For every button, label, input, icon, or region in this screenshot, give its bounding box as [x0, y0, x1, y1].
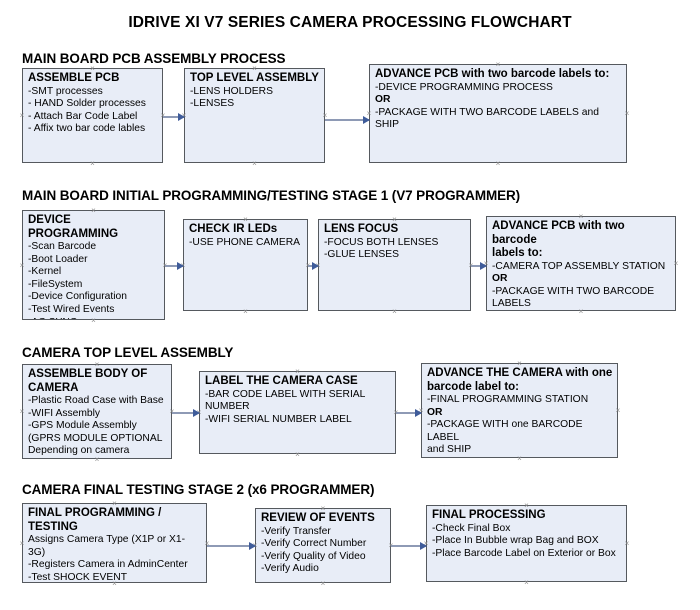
process-step: -USE PHONE CAMERA: [189, 236, 300, 248]
process-box-steps: -SMT processes- HAND Solder processes- A…: [28, 86, 158, 136]
process-box-steps: -Plastic Road Case with Base-WIFI Assemb…: [28, 395, 167, 458]
process-step: -PACKAGE WITH TWO BARCODE LABELS and SHI…: [492, 285, 655, 310]
process-step: -GLUE LENSES: [324, 249, 399, 261]
process-box-steps: Assigns Camera Type (X1P or X1-3G)-Regis…: [28, 534, 202, 583]
flow-arrow[interactable]: [207, 542, 256, 550]
process-step: -FINAL PROGRAMMING STATION: [427, 394, 589, 405]
process-box-label-the-camera-case[interactable]: LABEL THE CAMERA CASE-BAR CODE LABEL WIT…: [199, 371, 396, 454]
process-step: -BAR CODE LABEL WITH SERIAL NUMBER: [205, 388, 366, 413]
process-step: -FileSystem: [28, 278, 83, 290]
process-box-assemble-body-of-camera[interactable]: ASSEMBLE BODY OF CAMERA-Plastic Road Cas…: [22, 364, 172, 459]
process-box-title: ASSEMBLE PCB: [28, 72, 120, 84]
process-box-title: FINAL PROCESSING: [432, 509, 546, 521]
process-box-steps: -Check Final Box-Place In Bubble wrap Ba…: [432, 523, 622, 561]
process-box-lens-focus[interactable]: LENS FOCUS-FOCUS BOTH LENSES-GLUE LENSES: [318, 219, 471, 311]
process-step: - Affix two bar code lables: [28, 123, 146, 135]
flow-arrow[interactable]: [325, 116, 370, 124]
process-step: -Scan Barcode: [28, 241, 97, 252]
process-step: -LENS HOLDERS: [190, 85, 273, 97]
process-step: -WIFI Assembly: [28, 407, 101, 419]
process-box-title: ADVANCE THE CAMERA with one barcode labe…: [427, 367, 613, 393]
process-box-steps: -Verify Transfer-Verify Correct Number-V…: [261, 526, 386, 576]
process-box-device-programming[interactable]: DEVICE PROGRAMMING-Scan Barcode-Boot Loa…: [22, 210, 165, 320]
process-box-title: CHECK IR LEDs: [189, 223, 278, 235]
process-step: -Test SHOCK EVENT: [28, 571, 127, 583]
process-box-steps: -Scan Barcode-Boot Loader-Kernel-FileSys…: [28, 241, 160, 319]
process-step: -FOCUS BOTH LENSES: [324, 236, 439, 248]
process-step: Assigns Camera Type (X1P or X1-3G): [28, 534, 186, 558]
process-box-title: ASSEMBLE BODY OF CAMERA: [28, 368, 148, 394]
process-box-title: FINAL PROGRAMMING / TESTING: [28, 507, 162, 533]
process-step: Depending on camera version): [28, 445, 130, 458]
process-step: -Kernel: [28, 266, 62, 278]
process-box-final-processing[interactable]: FINAL PROCESSING-Check Final Box-Place I…: [426, 505, 627, 582]
process-box-title: DEVICE PROGRAMMING: [28, 214, 119, 240]
flow-arrow[interactable]: [471, 262, 487, 270]
process-step: -WIFI SERIAL NUMBER LABEL: [205, 413, 352, 425]
process-step: OR: [375, 94, 391, 106]
process-step: -Device Configuration: [28, 291, 128, 303]
process-box-steps: -LENS HOLDERS-LENSES: [190, 86, 320, 111]
process-box-advance-the-camera-one-barcode-label[interactable]: ADVANCE THE CAMERA with one barcode labe…: [421, 363, 618, 458]
process-step: - HAND Solder processes: [28, 98, 146, 110]
process-box-advance-pcb-two-barcode-labels[interactable]: ADVANCE PCB with two barcode labels to:-…: [369, 64, 627, 163]
process-step: -Place Barcode Label on Exterior or Box: [432, 547, 616, 559]
process-step: -Test Wired Events: [28, 303, 115, 315]
process-box-top-level-assembly[interactable]: TOP LEVEL ASSEMBLY-LENS HOLDERS-LENSES: [184, 68, 325, 163]
process-step: -Registers Camera in AdminCenter: [28, 559, 188, 571]
process-step: OR: [427, 406, 443, 418]
process-box-title: TOP LEVEL ASSEMBLY: [190, 72, 319, 84]
process-step: (GPRS MODULE OPTIONAL: [28, 432, 163, 444]
process-box-title: ADVANCE PCB with two barcode labels to:: [375, 68, 610, 80]
process-step: -Verify Transfer: [261, 525, 331, 537]
section-heading-camera-top-level-assembly: CAMERA TOP LEVEL ASSEMBLY: [22, 345, 234, 360]
process-step: -Plastic Road Case with Base: [28, 395, 164, 406]
process-step: -LENSES: [190, 98, 235, 110]
flow-arrow[interactable]: [163, 113, 185, 121]
flow-arrow[interactable]: [308, 262, 319, 270]
process-box-advance-pcb-to-camera-top-assembly[interactable]: ADVANCE PCB with two barcode labels to:-…: [486, 216, 676, 311]
process-box-check-ir-leds[interactable]: CHECK IR LEDs-USE PHONE CAMERA: [183, 219, 308, 311]
process-step: -PACKAGE WITH TWO BARCODE LABELS and SHI…: [375, 106, 599, 131]
process-box-title: REVIEW OF EVENTS: [261, 512, 375, 524]
page-title: IDRIVE XI V7 SERIES CAMERA PROCESSING FL…: [128, 14, 572, 31]
process-step: -GPS Module Assembly: [28, 420, 137, 432]
flow-arrow[interactable]: [396, 409, 422, 417]
process-step: -Verify Correct Number: [261, 538, 367, 550]
process-step: -DEVICE PROGRAMMING PROCESS: [375, 81, 553, 93]
process-box-title: LABEL THE CAMERA CASE: [205, 375, 358, 387]
section-heading-camera-final-testing-stage-2: CAMERA FINAL TESTING STAGE 2 (x6 PROGRAM…: [22, 482, 375, 497]
process-step: -Check Final Box: [432, 522, 511, 534]
process-box-title: LENS FOCUS: [324, 223, 399, 235]
process-step: - Attach Bar Code Label: [28, 110, 138, 122]
section-heading-main-board-initial-programming-testing-stage-1: MAIN BOARD INITIAL PROGRAMMING/TESTING S…: [22, 188, 521, 203]
process-step: -Boot Loader: [28, 253, 88, 265]
process-step: -AC SYNC: [28, 317, 160, 319]
process-step: -SMT processes: [28, 85, 103, 97]
section-heading-main-board-pcb-assembly-process: MAIN BOARD PCB ASSEMBLY PROCESS: [22, 51, 286, 66]
process-box-title: ADVANCE PCB with two barcode labels to:: [492, 220, 625, 259]
flow-arrow[interactable]: [165, 262, 184, 270]
process-box-steps: -FOCUS BOTH LENSES-GLUE LENSES: [324, 237, 466, 262]
process-step: -PACKAGE WITH one BARCODE LABEL and SHIP: [427, 419, 583, 456]
flow-arrow[interactable]: [391, 542, 427, 550]
process-box-assemble-pcb[interactable]: ASSEMBLE PCB-SMT processes- HAND Solder …: [22, 68, 163, 163]
process-step: -CAMERA TOP ASSEMBLY STATION: [492, 260, 666, 272]
process-step: OR: [492, 273, 508, 285]
process-box-steps: -BAR CODE LABEL WITH SERIAL NUMBER-WIFI …: [205, 389, 391, 427]
process-step: -Place In Bubble wrap Bag and BOX: [432, 535, 599, 547]
process-step: -Verify Audio: [261, 563, 319, 575]
flow-arrow[interactable]: [172, 409, 200, 417]
process-step: -Verify Quality of Video: [261, 550, 366, 562]
process-box-review-of-events[interactable]: REVIEW OF EVENTS-Verify Transfer-Verify …: [255, 508, 391, 583]
process-box-steps: -USE PHONE CAMERA: [189, 237, 303, 250]
